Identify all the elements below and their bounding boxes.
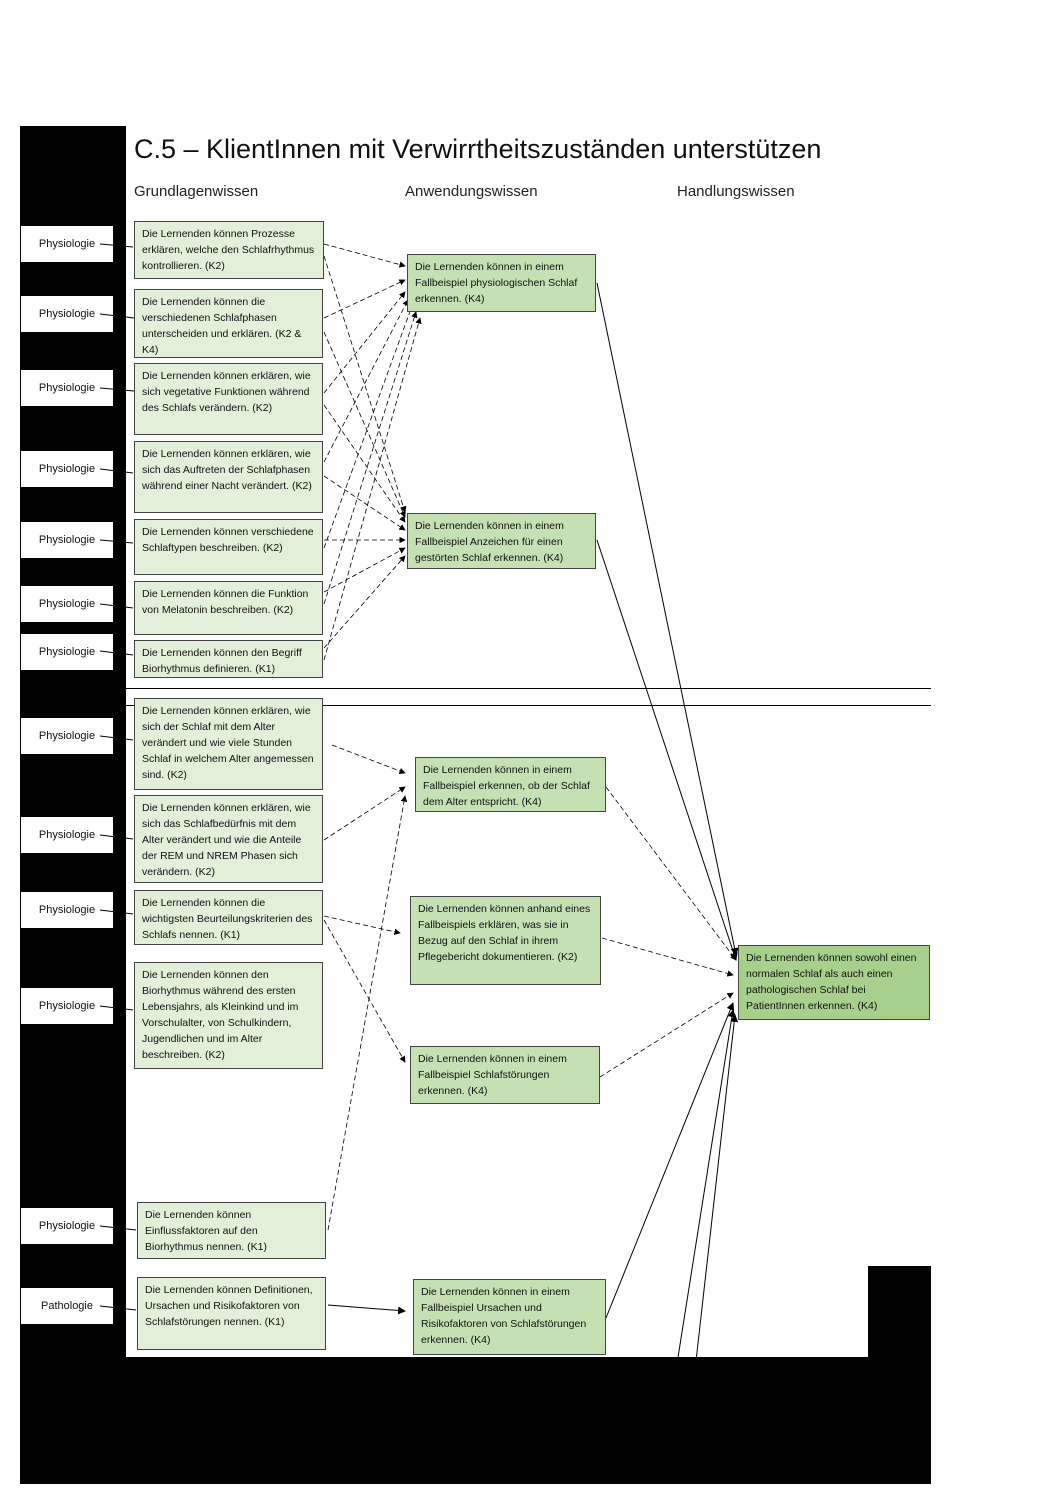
anwendung-box: Die Lernenden können in einem Fallbeispi… (407, 254, 596, 312)
subject-label: Physiologie (21, 988, 113, 1024)
label-connector (99, 387, 135, 392)
subject-label: Physiologie (21, 370, 113, 406)
anwendung-box: Die Lernenden können anhand eines Fallbe… (410, 896, 601, 985)
grundlage-box: Die Lernenden können den Biorhythmus wäh… (134, 962, 323, 1069)
link-arrow (599, 992, 734, 1078)
subject-label: Physiologie (21, 817, 113, 853)
grundlage-box: Die Lernenden können die Funktion von Me… (134, 581, 323, 635)
link-arrow (675, 1009, 736, 1371)
label-connector (99, 1305, 137, 1311)
label-connector (99, 650, 134, 656)
link-arrow (323, 475, 406, 531)
link-arrow (596, 539, 738, 961)
label-connector (99, 603, 134, 609)
link-arrow (694, 1014, 739, 1371)
grundlage-box: Die Lernenden können erklären, wie sich … (134, 363, 323, 435)
link-arrow (323, 919, 406, 1063)
divider-gap (126, 689, 931, 705)
label-connector (99, 735, 134, 741)
link-arrow (327, 1304, 406, 1315)
link-arrow (605, 786, 737, 961)
label-connector (99, 1225, 137, 1231)
column-header-grundlagen: Grundlagenwissen (134, 183, 259, 200)
anwendung-box: Die Lernenden können in einem Fallbeispi… (413, 1279, 606, 1355)
grundlage-box: Die Lernenden können die verschiedenen S… (134, 289, 323, 358)
link-arrow (327, 795, 408, 1231)
label-connector (99, 539, 134, 544)
link-arrow (331, 744, 406, 774)
grundlage-box: Die Lernenden können verschiedene Schlaf… (134, 519, 323, 575)
label-connector (99, 243, 134, 248)
link-arrow (323, 243, 406, 268)
link-arrow (323, 915, 401, 935)
link-arrow (323, 279, 406, 319)
handlung-box: Die Lernenden können sowohl einen normal… (738, 945, 930, 1020)
subject-label: Physiologie (21, 718, 113, 754)
grundlage-box: Die Lernenden können Prozesse erklären, … (134, 221, 324, 279)
page-title: C.5 – KlientInnen mit Verwirrtheitszustä… (134, 134, 822, 164)
label-connector (99, 834, 134, 840)
link-arrow (605, 1002, 735, 1319)
anwendung-box: Die Lernenden können in einem Fallbeispi… (407, 513, 596, 569)
subject-label: Physiologie (21, 892, 113, 928)
subject-label: Physiologie (21, 1208, 113, 1244)
bottom-black-band (20, 1357, 931, 1484)
grundlage-box: Die Lernenden können den Begriff Biorhyt… (134, 640, 323, 678)
link-arrow (596, 282, 739, 956)
subject-label: Physiologie (21, 522, 113, 558)
link-arrow (323, 291, 406, 394)
link-arrow (323, 404, 406, 523)
anwendung-box: Die Lernenden können in einem Fallbeispi… (415, 757, 606, 812)
left-black-band (20, 126, 126, 1484)
column-header-anwendung: Anwendungswissen (405, 183, 538, 200)
grundlage-box: Die Lernenden können Einflussfaktoren au… (137, 1202, 326, 1259)
label-connector (99, 468, 134, 474)
link-arrow (323, 547, 406, 593)
subject-label: Physiologie (21, 296, 113, 332)
grundlage-box: Die Lernenden können die wichtigsten Beu… (134, 890, 323, 945)
grundlage-box: Die Lernenden können erklären, wie sich … (134, 441, 323, 513)
subject-label: Physiologie (21, 451, 113, 487)
subject-label: Physiologie (21, 586, 113, 622)
grundlage-box: Die Lernenden können erklären, wie sich … (134, 698, 323, 790)
column-header-handlung: Handlungswissen (677, 183, 795, 200)
bottom-right-black-block (868, 1266, 931, 1358)
subject-label: Physiologie (21, 634, 113, 670)
link-arrow (601, 937, 734, 977)
link-arrow (323, 299, 409, 463)
link-arrow (323, 311, 418, 605)
label-connector (99, 313, 135, 319)
link-arrow (323, 255, 407, 513)
grundlage-box: Die Lernenden können Definitionen, Ursac… (137, 1277, 326, 1350)
label-connector (99, 909, 134, 915)
link-arrow (323, 305, 414, 549)
link-arrow (323, 786, 406, 841)
subject-label: Physiologie (21, 226, 113, 262)
link-arrow (323, 317, 422, 661)
grundlage-box: Die Lernenden können erklären, wie sich … (134, 795, 323, 883)
label-connector (99, 1005, 134, 1011)
link-arrow (323, 331, 406, 518)
subject-label: Pathologie (21, 1288, 113, 1324)
anwendung-box: Die Lernenden können in einem Fallbeispi… (410, 1046, 600, 1104)
link-arrow (323, 555, 406, 649)
